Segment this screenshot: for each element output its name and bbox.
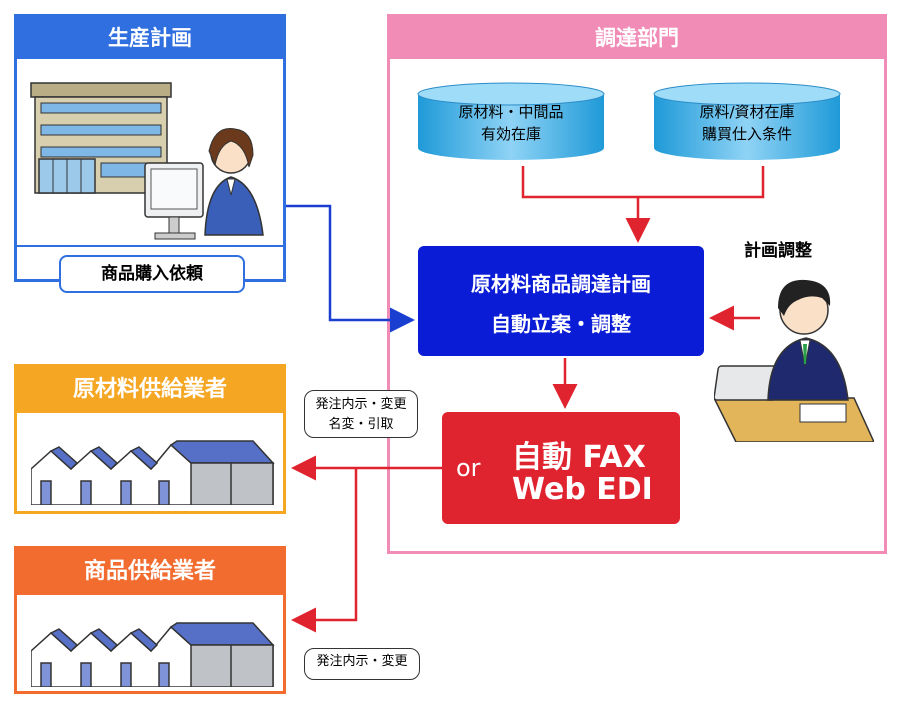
database-cylinder-icon xyxy=(417,82,605,160)
raw-material-supplier-panel: 原材料供給業者 xyxy=(14,364,286,514)
goods-supplier-title: 商品供給業者 xyxy=(17,549,283,595)
procurement-plan-box: 原材料商品調達計画 自動立案・調整 xyxy=(418,246,704,356)
procurement-title: 調達部門 xyxy=(390,17,884,59)
db-connector-arrow xyxy=(521,166,765,243)
plan-box-line2: 自動立案・調整 xyxy=(491,312,631,336)
planner-man-icon xyxy=(714,279,874,442)
production-title: 生産計画 xyxy=(17,17,283,59)
raw-note-line2: 名変・引取 xyxy=(328,417,394,432)
goods-supplier-order-note: 発注内示・変更 xyxy=(304,648,420,680)
purchase-request-label: 商品購入依頼 xyxy=(59,255,245,293)
db-right-line2: 購買仕入条件 xyxy=(701,125,792,143)
send-method-box: or 自動 FAX Web EDI xyxy=(442,412,680,524)
database-cylinder-icon xyxy=(653,82,841,160)
raw-supplier-order-note: 発注内示・変更 名変・引取 xyxy=(304,390,418,438)
factory-icon xyxy=(31,440,275,505)
send-box-line1: 自動 FAX xyxy=(512,440,646,475)
production-panel: 生産計画 商品購入依頼 xyxy=(14,14,286,293)
db-right-line1: 原料/資材在庫 xyxy=(699,103,795,121)
db-left-line1: 原材料・中間品 xyxy=(458,103,564,121)
goods-supplier-panel: 商品供給業者 xyxy=(14,546,286,694)
send-box-or: or xyxy=(456,454,481,482)
inventory-database: 原材料・中間品 有効在庫 xyxy=(416,82,606,162)
purchase-condition-database: 原料/資材在庫 購買仕入条件 xyxy=(652,82,842,162)
raw-supplier-title: 原材料供給業者 xyxy=(17,367,283,413)
send-to-suppliers-arrows xyxy=(291,455,442,633)
raw-note-line1: 発注内示・変更 xyxy=(315,397,407,412)
production-divider xyxy=(17,245,283,247)
request-arrow xyxy=(286,204,415,333)
adjust-label: 計画調整 xyxy=(744,241,812,261)
factory-icon xyxy=(31,622,275,687)
plan-box-line1: 原材料商品調達計画 xyxy=(471,272,651,296)
send-box-line2: Web EDI xyxy=(512,472,653,507)
db-left-line2: 有効在庫 xyxy=(480,125,541,143)
operator-woman-icon xyxy=(144,127,264,240)
